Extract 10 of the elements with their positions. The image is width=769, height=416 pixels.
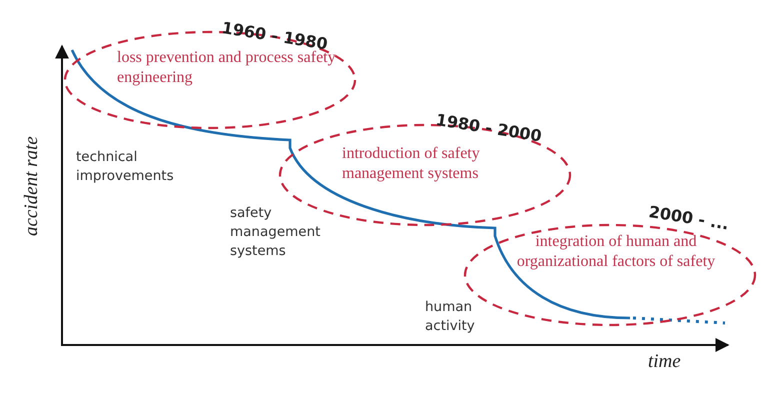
phase-description: integration of human and organizational factors of safety [516, 232, 716, 272]
period-label: 2000 - ... [648, 202, 730, 234]
axis-title: time [648, 352, 682, 371]
annotation: safety management systems [230, 204, 322, 261]
annotation: technical improvements [76, 148, 175, 186]
annotation: human activity [425, 298, 476, 336]
axis-title: accident rate [22, 136, 41, 236]
phase-description: introduction of safety management systems [342, 144, 481, 184]
phase-description: loss prevention and process safety engineering [117, 49, 337, 88]
period-label: 1980 - 2000 [434, 110, 544, 146]
